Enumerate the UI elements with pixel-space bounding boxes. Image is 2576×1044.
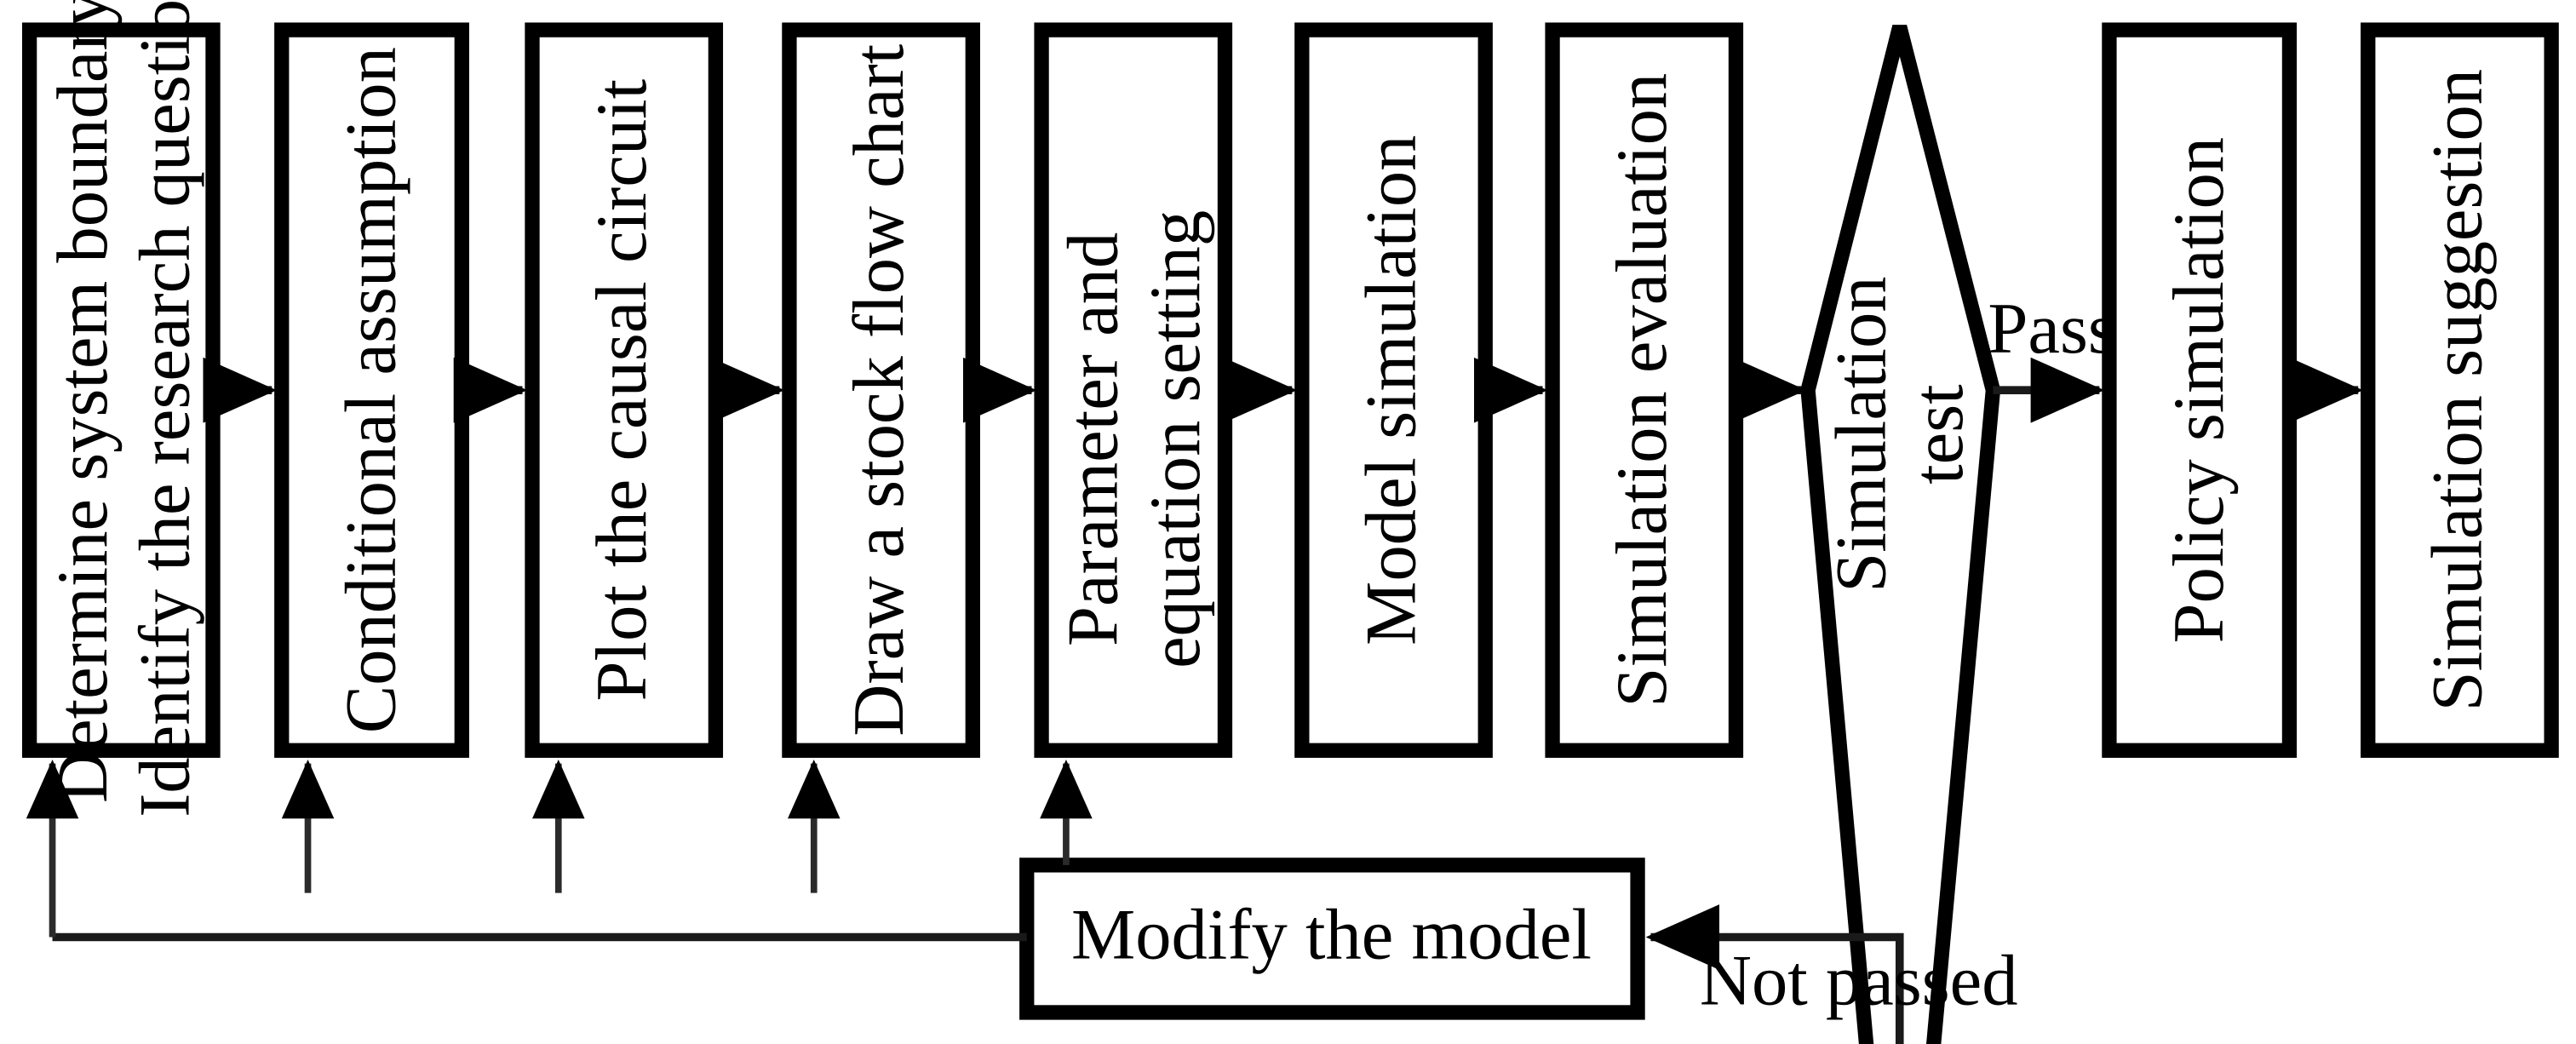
node-label-1-line-1: Determine system boundary, bbox=[43, 0, 123, 803]
node-policy-simulation[interactable]: Policy simulation bbox=[2102, 22, 2298, 758]
node-plot-causal-circuit[interactable]: Plot the causal circuit bbox=[525, 22, 724, 758]
node-label-5-line-1: Parameter and bbox=[1054, 232, 1133, 646]
node-conditional-assumption[interactable]: Conditional assumption bbox=[274, 22, 469, 758]
node-draw-stock-flow-chart[interactable]: Draw a stock flow chart bbox=[782, 22, 980, 758]
node-simulation-suggestion[interactable]: Simulation suggestion bbox=[2361, 22, 2559, 758]
node-label-6: Model simulation bbox=[1352, 135, 1431, 645]
connector-n8-n11-not-passed: Not passed bbox=[1645, 904, 2018, 1044]
node-rect-9 bbox=[2102, 22, 2298, 758]
node-label-8-line-2: test bbox=[1899, 384, 1978, 485]
node-label-4: Draw a stock flow chart bbox=[840, 43, 919, 736]
node-label-8-line-1: Simulation bbox=[1822, 276, 1902, 592]
node-rect-5 bbox=[1034, 22, 1233, 758]
node-determine-system-boundary[interactable]: Determine system boundary, Identify the … bbox=[21, 0, 221, 817]
node-simulation-evaluation[interactable]: Simulation evaluation bbox=[1545, 22, 1744, 758]
node-label-3: Plot the causal circuit bbox=[582, 78, 662, 701]
node-diamond-8 bbox=[1800, 25, 2001, 1044]
node-rect-7 bbox=[1545, 22, 1744, 758]
node-label-2: Conditional assumption bbox=[332, 47, 411, 733]
node-rect-10 bbox=[2361, 22, 2559, 758]
node-model-simulation[interactable]: Model simulation bbox=[1294, 22, 1493, 758]
node-label-5-line-2: equation setting bbox=[1136, 210, 1215, 668]
node-label-10: Simulation suggestion bbox=[2418, 69, 2498, 711]
node-rect-3 bbox=[525, 22, 724, 758]
node-label-9: Policy simulation bbox=[2160, 137, 2239, 644]
node-simulation-test[interactable]: Simulation test bbox=[1800, 25, 2001, 1044]
node-modify-the-model[interactable]: Modify the model bbox=[1019, 858, 1645, 1020]
node-parameter-equation-setting[interactable]: Parameter and equation setting bbox=[1034, 22, 1233, 758]
node-rect-2 bbox=[274, 22, 469, 758]
connector-n8-n9-pass: Pass bbox=[1988, 290, 2116, 423]
edge-label-pass: Pass bbox=[1988, 290, 2115, 369]
edge-label-not-passed: Not passed bbox=[1700, 942, 2018, 1021]
node-rect-1 bbox=[21, 22, 221, 758]
node-label-1-line-2: Identify the research question bbox=[125, 0, 204, 817]
node-label-7: Simulation evaluation bbox=[1603, 73, 1682, 708]
node-label-11: Modify the model bbox=[1071, 896, 1592, 975]
